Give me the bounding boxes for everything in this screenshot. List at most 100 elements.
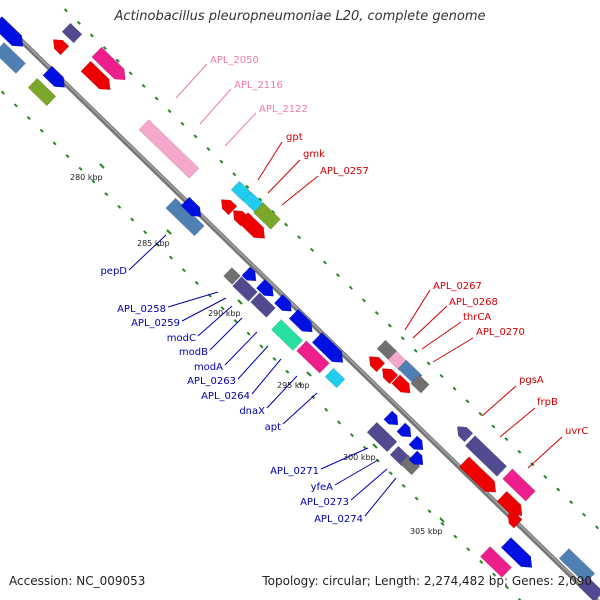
tick-dot xyxy=(361,298,366,303)
tick-dot xyxy=(337,420,342,425)
gene-red-top-shape xyxy=(52,39,70,56)
gene-pink-APL_2122-shape xyxy=(138,119,200,179)
label-APL_2122: APL_2122 xyxy=(259,104,308,115)
gene-blue-small-shape xyxy=(42,65,65,88)
gene-blue-APL_0263-shape xyxy=(288,308,313,333)
gene-blue-bottom xyxy=(500,537,533,568)
label-APL_0268-line xyxy=(412,305,448,339)
tick-dot xyxy=(466,547,471,552)
gene-blue-yfeA xyxy=(396,422,412,438)
gene-red-APL_0268 xyxy=(381,368,399,385)
label-APL_2116: APL_2116 xyxy=(234,80,283,91)
label-gpt-line xyxy=(257,141,283,181)
label-APL_0267: APL_0267 xyxy=(433,281,482,292)
tick-mark xyxy=(166,229,172,235)
tick-dot xyxy=(91,179,96,184)
tick-label: 305 kbp xyxy=(410,527,443,536)
tick-dot xyxy=(232,172,237,177)
tick-label: 285 kbp xyxy=(137,239,170,248)
tick-label: 295 kbp xyxy=(277,381,310,390)
gene-cyan-apt xyxy=(324,367,346,389)
gene-blue-APL_0273 xyxy=(408,435,424,451)
label-APL_0270: APL_0270 xyxy=(476,327,525,338)
gene-cyan-gpt xyxy=(230,180,252,202)
tick-dot xyxy=(478,411,483,416)
tick-dot xyxy=(13,103,18,108)
gene-red-small-shape xyxy=(507,513,523,529)
label-APL_0270-line xyxy=(432,337,474,363)
gene-blue-APL_0274 xyxy=(408,450,424,466)
gene-steel-topleft xyxy=(0,42,27,74)
tick-dot xyxy=(233,318,238,323)
tick-dot xyxy=(595,525,600,530)
gene-blue-yfeA-shape xyxy=(396,422,412,438)
tick-dot xyxy=(479,559,484,564)
tick-dot xyxy=(401,483,406,488)
label-modB: modB xyxy=(179,347,208,358)
gene-steel-topleft-shape xyxy=(0,42,27,74)
gene-navy-top-shape xyxy=(61,22,83,44)
gene-steel-pepD-shape xyxy=(165,197,205,237)
gene-navy-frpB-shape xyxy=(464,435,508,477)
gene-gray-APL_0270 xyxy=(410,374,430,394)
tick-dot xyxy=(426,361,431,366)
gene-blue-modA xyxy=(273,294,292,312)
label-yfeA: yfeA xyxy=(311,482,334,493)
label-thrCA: thrCA xyxy=(463,312,491,323)
tick-dot xyxy=(65,154,70,159)
gene-steel-pepD xyxy=(165,197,205,237)
label-pgsA: pgsA xyxy=(519,375,544,386)
gene-blue-APL_0271 xyxy=(383,410,399,426)
tick-mark xyxy=(439,517,445,523)
tick-dot xyxy=(167,109,172,114)
gene-pink-APL_2122 xyxy=(138,119,200,179)
label-APL_0273-line xyxy=(350,468,388,501)
gene-magenta-uvrC-shape xyxy=(502,468,536,502)
tick-dot xyxy=(504,437,509,442)
label-uvrC-line xyxy=(527,436,563,469)
gene-blue-modA-shape xyxy=(273,294,292,312)
tick-dot xyxy=(348,285,353,290)
gene-magenta-bottom xyxy=(479,546,513,578)
tick-label: 280 kbp xyxy=(70,173,103,182)
label-frpB: frpB xyxy=(537,397,558,408)
label-APL_2122-line xyxy=(224,112,257,147)
tick-dot xyxy=(258,197,263,202)
label-pepD: pepD xyxy=(100,266,127,277)
tick-dot xyxy=(388,471,393,476)
label-APL_0259-line xyxy=(181,297,227,322)
gene-red-APL_0268-shape xyxy=(381,368,399,385)
label-APL_0268: APL_0268 xyxy=(449,297,498,308)
tick-dot xyxy=(206,146,211,151)
gene-red-gpt xyxy=(220,199,238,216)
tick-dot xyxy=(310,247,315,252)
gene-blue-APL_0263 xyxy=(288,308,313,333)
tick-dot xyxy=(104,192,109,197)
genome-backbone-highlight xyxy=(0,18,598,600)
gene-green-APL_0257-shape xyxy=(253,202,281,230)
tick-dot xyxy=(181,268,186,273)
tick-label: 300 kbp xyxy=(343,453,376,462)
tick-dot xyxy=(284,222,289,227)
tick-dot xyxy=(414,496,419,501)
tick-dot xyxy=(452,386,457,391)
label-APL_2050-line xyxy=(175,63,208,99)
tick-dot xyxy=(582,512,587,517)
label-apt: apt xyxy=(265,422,281,433)
gene-cyan-apt-shape xyxy=(324,367,346,389)
tick-dot xyxy=(335,273,340,278)
label-pgsA-line xyxy=(481,385,517,417)
gene-navy-APL_0259-shape xyxy=(232,276,258,302)
label-APL_0263: APL_0263 xyxy=(187,376,236,387)
label-APL_0274-line xyxy=(364,477,397,517)
gene-navy-APL_0259 xyxy=(232,276,258,302)
gene-red-APL_0267-shape xyxy=(368,356,386,373)
tick-dot xyxy=(453,534,458,539)
tick-dot xyxy=(465,399,470,404)
gene-red-gpt-shape xyxy=(220,199,238,216)
label-gpt: gpt xyxy=(286,132,303,143)
tick-dot xyxy=(285,369,290,374)
tick-dot xyxy=(143,230,148,235)
gene-red-thrCA xyxy=(391,374,411,394)
